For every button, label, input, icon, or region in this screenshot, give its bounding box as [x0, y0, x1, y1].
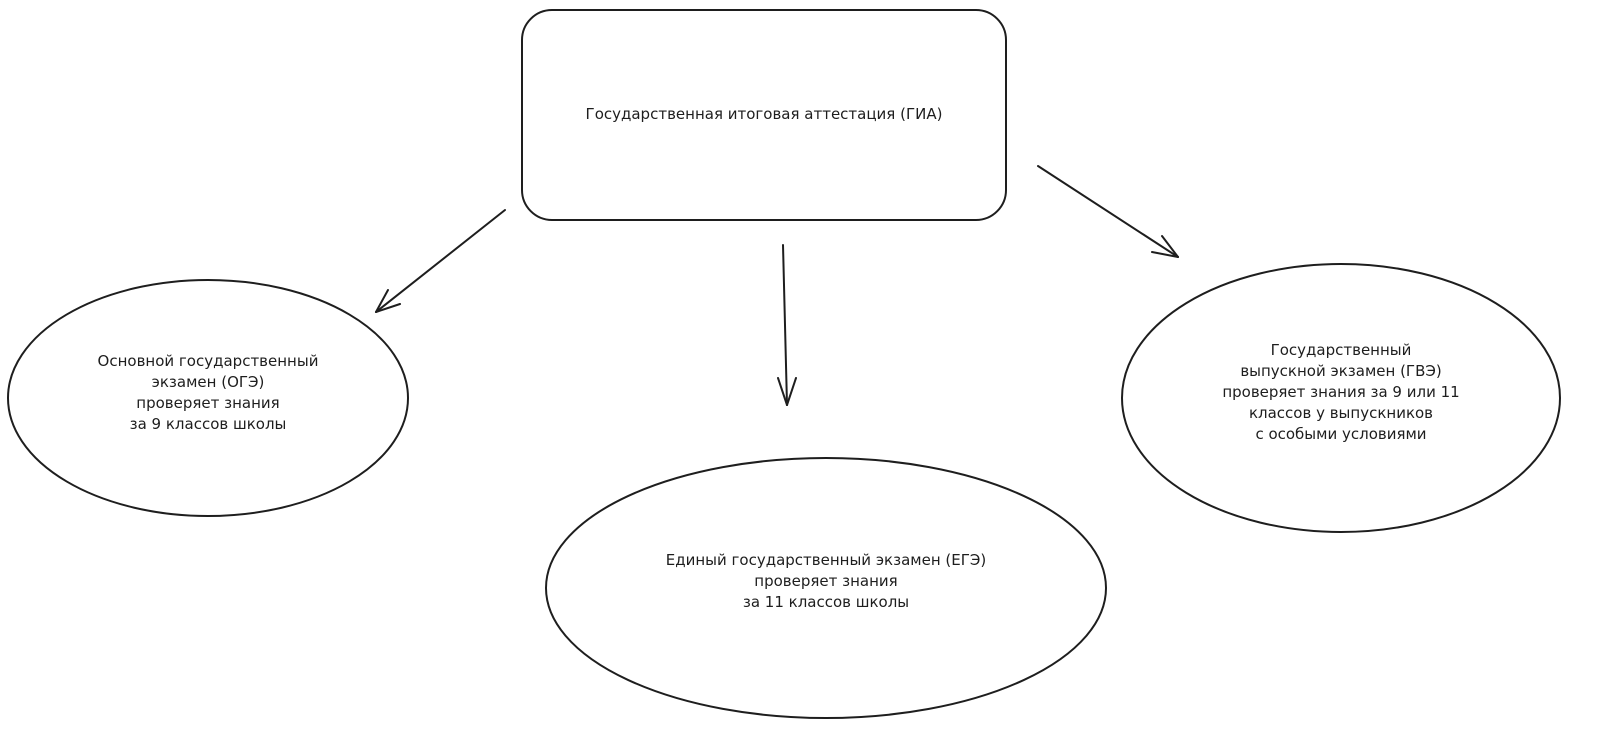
root-label: Государственная итоговая аттестация (ГИА… — [585, 105, 943, 123]
root-box[interactable] — [521, 9, 1007, 221]
oge-label: Основной государственный экзамен (ОГЭ) п… — [97, 352, 319, 433]
arrow-to-gve — [1037, 165, 1179, 258]
arrow-to-ege — [777, 244, 797, 406]
gve-ellipse[interactable] — [1121, 263, 1561, 533]
ege-ellipse[interactable] — [545, 457, 1107, 719]
arrow-to-oge — [375, 209, 506, 313]
oge-ellipse[interactable] — [7, 279, 409, 517]
gve-label: Государственный выпускной экзамен (ГВЭ) … — [1222, 341, 1460, 443]
ege-label: Единый государственный экзамен (ЕГЭ) про… — [665, 551, 987, 611]
